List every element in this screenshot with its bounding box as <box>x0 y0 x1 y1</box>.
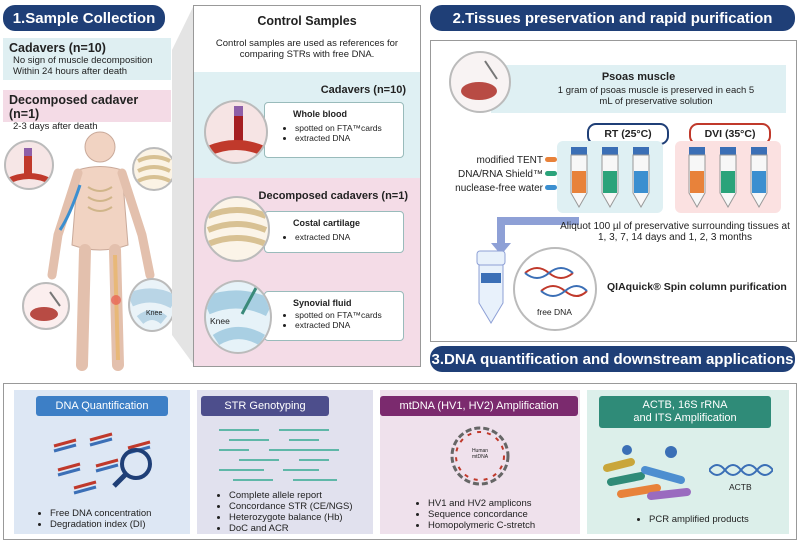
control-decomposed-section: Decomposed cadavers (n=1) Costal cartila… <box>194 178 420 366</box>
actb-label: ACTB <box>729 482 752 492</box>
str-fragments-icon <box>219 429 339 481</box>
str-box: STR Genotyping Complete allele report Co… <box>197 390 373 534</box>
rt-badge: RT (25°C) <box>587 123 669 145</box>
mtdna-bullet3: Homopolymeric C-stretch <box>428 520 535 531</box>
psoas-box: Psoas muscle 1 gram of psoas muscle is p… <box>491 65 786 113</box>
synovial-fluid-bullet2: extracted DNA <box>295 320 382 330</box>
synovial-fluid-title: Synovial fluid <box>293 298 352 308</box>
legend-water-swatch <box>545 185 557 190</box>
knee-label: Knee <box>146 310 163 317</box>
whole-blood-title: Whole blood <box>293 109 347 119</box>
dna-quant-box: DNA Quantification Free DNA concentratio… <box>14 390 190 534</box>
str-bullet1: Complete allele report <box>229 490 353 501</box>
microbes-icon <box>603 445 691 500</box>
mtdna-bullets: HV1 and HV2 amplicons Sequence concordan… <box>416 498 535 531</box>
cadavers-title: Cadavers (n=10) <box>9 41 106 55</box>
str-title: STR Genotyping <box>201 396 329 416</box>
aliquot-text: Aliquot 100 µl of preservative surroundi… <box>560 221 790 243</box>
decomposed-line1: 2-3 days after death <box>13 121 98 132</box>
psoas-desc: 1 gram of psoas muscle is preserved in e… <box>557 85 755 107</box>
actb-bullets: PCR amplified products <box>637 514 749 525</box>
legend-tent-swatch <box>545 157 557 162</box>
rt-tubes-box <box>557 141 663 213</box>
legend-shield-swatch <box>545 171 557 176</box>
str-bullet3: Heterozygote balance (Hb) <box>229 512 353 523</box>
mtdna-box: mtDNA (HV1, HV2) Amplification Human mtD… <box>380 390 580 534</box>
synovial-fluid-card: Synovial fluid spotted on FTA™cards extr… <box>264 291 404 341</box>
actb-box: ACTB, 16S rRNA and ITS Amplification ACT… <box>587 390 789 534</box>
whole-blood-bullet1: spotted on FTA™cards <box>295 123 382 133</box>
synovial-fluid-bullet1: spotted on FTA™cards <box>295 310 382 320</box>
human-body-illustration <box>47 131 155 371</box>
actb-title: ACTB, 16S rRNA and ITS Amplification <box>599 396 771 428</box>
synovial-fluid-bullets: spotted on FTA™cards extracted DNA <box>283 310 382 330</box>
psoas-muscle-icon <box>449 51 511 113</box>
costal-cartilage-icon <box>204 196 270 262</box>
section1-header: 1.Sample Collection <box>3 5 165 31</box>
dvi-tubes-box <box>675 141 781 213</box>
cadavers-line2: Within 24 hours after death <box>13 66 128 77</box>
costal-cartilage-bullets: extracted DNA <box>283 232 350 242</box>
whole-blood-bullets: spotted on FTA™cards extracted DNA <box>283 123 382 143</box>
mtdna-label: Human mtDNA <box>471 448 489 460</box>
str-bullets: Complete allele report Concordance STR (… <box>217 490 353 534</box>
section2-header: 2.Tissues preservation and rapid purific… <box>430 5 795 31</box>
ribs-zoom <box>132 147 176 191</box>
section3-header: 3.DNA quantification and downstream appl… <box>430 346 795 372</box>
control-cadavers-section: Cadavers (n=10) Whole blood spotted on F… <box>194 72 420 178</box>
cadavers-line1: No sign of muscle decomposition <box>13 55 153 66</box>
decomposed-title: Decomposed cadaver (n=1) <box>9 93 139 121</box>
decomposed-info-box: Decomposed cadaver (n=1) 2-3 days after … <box>3 90 171 132</box>
control-title: Control Samples <box>257 14 357 28</box>
tissue-preservation-panel: Psoas muscle 1 gram of psoas muscle is p… <box>430 40 797 342</box>
downstream-panel: DNA Quantification Free DNA concentratio… <box>3 383 797 540</box>
control-cadavers-title: Cadavers (n=10) <box>320 84 406 96</box>
blood-vial-zoom <box>4 140 54 190</box>
rt-tubes-icon <box>570 147 650 209</box>
dvi-tubes-icon <box>688 147 768 209</box>
dna-quant-title: DNA Quantification <box>36 396 168 416</box>
synovial-knee-label: Knee <box>210 316 230 326</box>
free-dna-circle <box>513 247 597 331</box>
legend-tent: modified TENT <box>476 155 543 166</box>
psoas-title: Psoas muscle <box>601 71 676 83</box>
control-samples-panel: Control Samples Control samples are used… <box>193 5 421 367</box>
dna-quant-bullet2: Degradation index (DI) <box>50 519 151 530</box>
synovial-fluid-icon <box>204 280 272 354</box>
dna-quant-bullet1: Free DNA concentration <box>50 508 151 519</box>
spin-column-icon <box>476 250 506 324</box>
dna-quant-bullets: Free DNA concentration Degradation index… <box>38 508 151 530</box>
mtdna-title: mtDNA (HV1, HV2) Amplification <box>380 396 578 416</box>
actb-bullet1: PCR amplified products <box>649 514 749 525</box>
zoom-connector <box>172 5 194 365</box>
muscle-zoom <box>22 282 70 330</box>
whole-blood-bullet2: extracted DNA <box>295 133 382 143</box>
aliquot-arrow <box>491 217 579 255</box>
actb-helix-icon <box>709 464 773 476</box>
mtdna-bullet1: HV1 and HV2 amplicons <box>428 498 535 509</box>
cadavers-info-box: Cadavers (n=10) No sign of muscle decomp… <box>3 38 171 80</box>
mtdna-circle-icon <box>450 426 510 486</box>
legend-water: nuclease-free water <box>455 183 543 194</box>
whole-blood-icon <box>204 100 268 164</box>
knee-zoom <box>128 278 176 332</box>
whole-blood-card: Whole blood spotted on FTA™cards extract… <box>264 102 404 158</box>
qiaquick-label: QIAquick® Spin column purification <box>607 281 787 293</box>
str-bullet4: DoC and ACR <box>229 523 353 534</box>
costal-cartilage-title: Costal cartilage <box>293 218 361 228</box>
dna-magnifier-icon <box>53 432 152 495</box>
mtdna-bullet2: Sequence concordance <box>428 509 535 520</box>
costal-cartilage-bullet1: extracted DNA <box>295 232 350 242</box>
control-desc: Control samples are used as references f… <box>215 38 399 60</box>
free-dna-label: free DNA <box>537 307 572 317</box>
str-bullet2: Concordance STR (CE/NGS) <box>229 501 353 512</box>
legend-shield: DNA/RNA Shield™ <box>457 169 543 180</box>
control-decomposed-title: Decomposed cadavers (n=1) <box>258 190 408 202</box>
costal-cartilage-card: Costal cartilage extracted DNA <box>264 211 404 253</box>
